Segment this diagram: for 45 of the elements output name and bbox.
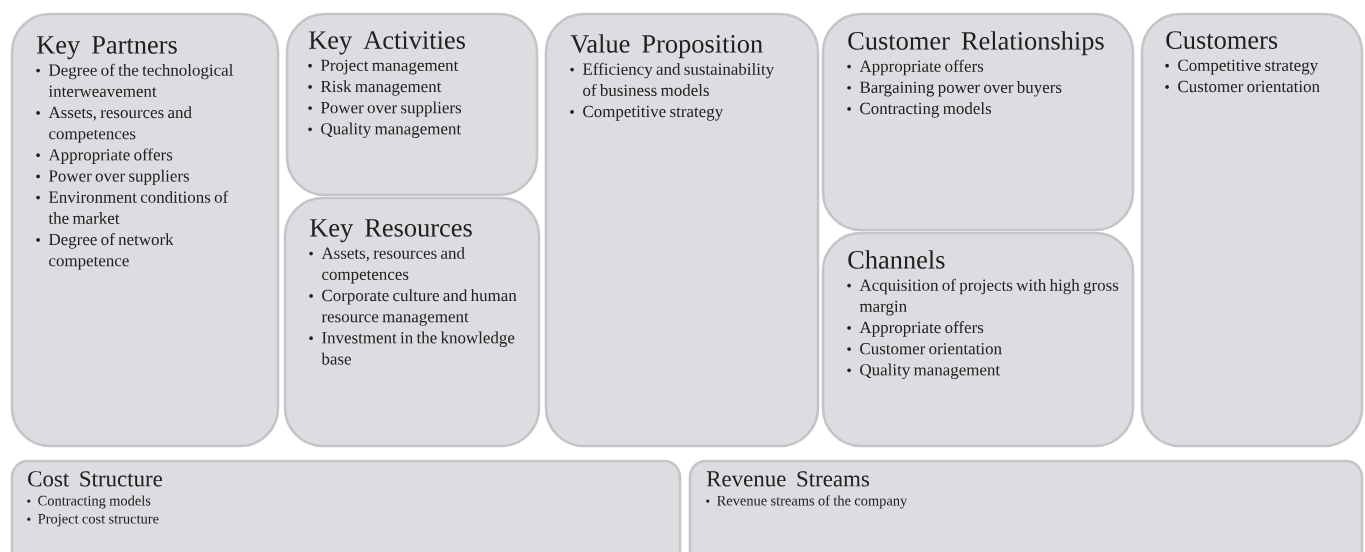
box-heading: Key Partners: [37, 36, 177, 60]
bullet-item: Assets, resources and competences: [321, 246, 465, 284]
rounded-box: [10, 12, 280, 448]
bullet-item: Contracting models: [860, 102, 992, 118]
bullet-item: Appropriate offers: [48, 148, 173, 164]
box-heading: Key Activities: [309, 31, 465, 55]
bullet-item: Project management: [320, 59, 459, 75]
bullet-item: Power over suppliers: [48, 169, 189, 186]
bullet-item: Quality management: [321, 122, 462, 138]
rounded-box: [285, 12, 539, 197]
rounded-box: [283, 196, 541, 448]
box-heading: Customers: [1166, 31, 1278, 49]
bullet-item: Environment conditions of the market: [48, 190, 229, 224]
bullet-item: Investment in the knowledge base: [321, 331, 515, 365]
rounded-box: [821, 12, 1135, 232]
bullet-item: Competitive strategy: [1178, 59, 1319, 75]
rounded-box: [688, 459, 1364, 552]
bullet-item: Degree of network competence: [48, 233, 174, 270]
box-heading: Cost Structure: [28, 471, 163, 487]
bullet-item: Risk management: [320, 80, 442, 96]
rounded-box: [544, 12, 820, 448]
bullet-item: Corporate culture and human resource management: [321, 289, 517, 326]
bullet-item: Customer orientation: [860, 342, 1002, 355]
box-heading: Customer Relationships: [848, 31, 1104, 56]
bullet-item: Revenue streams of the company: [717, 495, 908, 509]
bullet-item: Customer orientation: [1178, 80, 1320, 93]
bullet-item: Project cost structure: [38, 513, 159, 527]
bullet-item: Efficiency and sustainability of business models: [582, 62, 775, 97]
rounded-box: [1140, 12, 1364, 448]
bullet-item: Power over suppliers: [320, 101, 461, 117]
bullet-item: Contracting models: [38, 495, 151, 509]
rounded-box: [821, 231, 1135, 448]
box-heading: Value Proposition: [570, 34, 763, 59]
bullet-item: Appropriate offers: [859, 321, 984, 337]
box-heading: Key Resources: [310, 219, 472, 243]
bullet-item: Assets, resources and competences: [48, 106, 192, 143]
bullet-item: Acquisition of projects with high gross margin: [859, 278, 1119, 316]
bullet-item: Bargaining power over buyers: [859, 81, 1062, 97]
rounded-box: [10, 459, 682, 552]
bullet-item: Quality management: [860, 363, 1000, 379]
bullet-item: Appropriate offers: [859, 59, 984, 76]
bullet-item: Competitive strategy: [583, 105, 724, 121]
bullet-item: Degree of the technological interweavement: [48, 63, 233, 97]
box-heading: Channels: [848, 250, 945, 269]
box-heading: Revenue Streams: [706, 471, 869, 487]
